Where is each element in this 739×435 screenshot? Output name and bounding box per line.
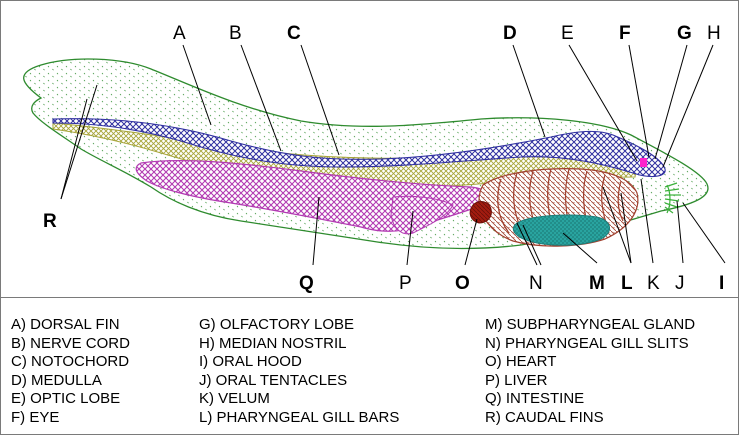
legend-item: P) LIVER	[485, 371, 548, 389]
subpharyngeal-gland	[513, 214, 610, 246]
label-h: H	[707, 23, 721, 44]
legend-column-2: G) OLFACTORY LOBE H) MEDIAN NOSTRIL I) O…	[199, 316, 399, 428]
legend-item: N) PHARYNGEAL GILL SLITS	[485, 334, 689, 352]
legend-item: L) PHARYNGEAL GILL BARS	[199, 408, 400, 426]
eye	[640, 158, 647, 167]
legend-column-3: M) SUBPHARYNGEAL GLAND N) PHARYNGEAL GIL…	[485, 316, 695, 428]
label-c: C	[287, 23, 301, 44]
legend-item: M) SUBPHARYNGEAL GLAND	[485, 316, 696, 333]
legend-item: D) MEDULLA	[11, 371, 102, 389]
label-a: A	[173, 23, 186, 44]
legend-item: K) VELUM	[199, 390, 270, 408]
legend-item: F) EYE	[11, 408, 60, 426]
label-f: F	[619, 23, 631, 44]
label-k: K	[647, 273, 660, 294]
nerve-cord	[52, 118, 666, 178]
heart	[469, 201, 492, 224]
label-g: G	[677, 23, 692, 44]
legend-item: H) MEDIAN NOSTRIL	[199, 334, 347, 352]
legend-column-1: A) DORSAL FIN B) NERVE CORD C) NOTOCHORD…	[11, 316, 130, 428]
label-d: D	[503, 23, 517, 44]
legend-item: C) NOTOCHORD	[11, 353, 130, 371]
leader-lines	[60, 44, 726, 266]
liver	[390, 195, 454, 235]
label-b: B	[229, 23, 242, 44]
legend-item: A) DORSAL FIN	[11, 316, 120, 333]
legend: A) DORSAL FIN B) NERVE CORD C) NOTOCHORD…	[1, 298, 738, 434]
label-r: R	[43, 211, 57, 232]
lancelet-anatomy-figure: A B C D E F G H R Q P O N M L K J I	[23, 23, 726, 294]
figure-divider	[1, 297, 738, 298]
legend-item: G) OLFACTORY LOBE	[199, 316, 355, 333]
label-n: N	[529, 273, 543, 294]
legend-item: J) ORAL TENTACLES	[199, 371, 348, 389]
legend-item: R) CAUDAL FINS	[485, 408, 604, 426]
legend-item: E) OPTIC LOBE	[11, 390, 121, 408]
label-l: L	[621, 273, 633, 294]
legend-item: Q) INTESTINE	[485, 390, 585, 408]
label-i: I	[719, 273, 724, 294]
label-e: E	[561, 23, 574, 44]
oral-tentacles	[664, 182, 681, 214]
label-p: P	[399, 273, 412, 294]
legend-item: O) HEART	[485, 353, 557, 371]
label-j: J	[675, 273, 685, 294]
label-q: Q	[299, 273, 314, 294]
label-m: M	[589, 273, 605, 294]
label-o: O	[455, 273, 470, 294]
legend-item: B) NERVE CORD	[11, 334, 130, 352]
legend-item: I) ORAL HOOD	[199, 353, 302, 371]
